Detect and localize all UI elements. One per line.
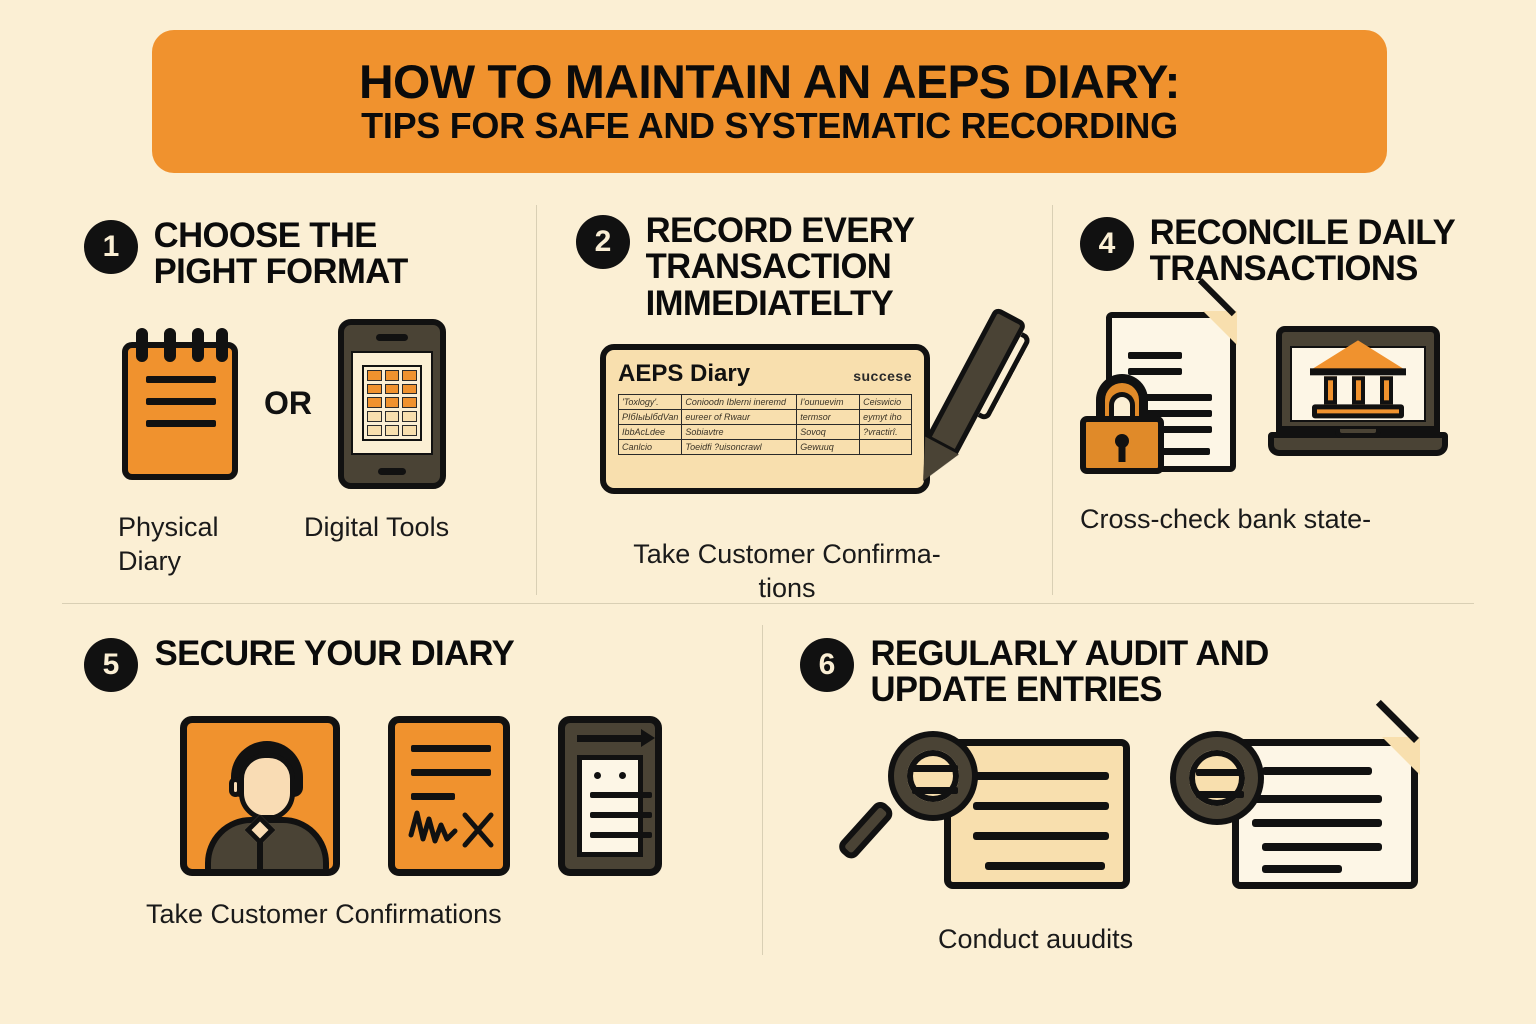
step-2-caption: Take Customer Confirma-tions [633,539,941,603]
table-cell: eureer of Rwaur [681,409,798,426]
table-cell: eymyt iho [859,409,912,426]
signature-mark-icon [408,810,494,848]
table-cell: Canlcio [617,439,683,456]
table-row: 'Toxlogy'. Conioodn Iblerni ineremd I'ou… [617,394,912,411]
divider-horizontal [62,603,1474,604]
step-2-header: 2 RECORD EVERY TRANSACTION IMMEDIATELTY [576,211,1026,323]
user-avatar-icon [180,716,340,876]
title-line-1: HOW TO MAINTAIN AN AEPS DIARY: [359,55,1180,109]
divider-vertical-1 [536,205,537,595]
step-4-header: 4 RECONCILE DAILY TRANSACTIONS [1080,213,1500,289]
step-5-header: 5 SECURE YOUR DIARY [84,634,724,692]
step-1-title: CHOOSE THE PIGHT FORMAT [153,216,409,292]
table-cell: Toeidfi ?uisoncrawl [681,439,798,456]
diary-card-status: succese [853,368,912,385]
table-row: PIбIыЫбdVan eureer of Rwaur termsor eymy… [617,409,912,426]
step-6: 6 REGULARLY AUDIT AND UPDATE ENTRIES [800,634,1420,957]
pen-icon [906,306,1033,490]
signature-card-icon [388,716,510,876]
table-cell: termsor [796,409,861,426]
step-1-badge: 1 [84,220,138,274]
title-line-2: TIPS FOR SAFE AND SYSTEMATIC RECORDING [361,105,1178,147]
step-4-icons [1080,277,1480,477]
step-2-badge: 2 [576,215,630,269]
table-cell: IbbAcLdee [617,424,683,441]
audit-document-group [1170,699,1420,899]
bank-icon [1310,340,1406,419]
diary-card-title: AEPS Diary [618,360,751,388]
laptop-icon [1268,325,1448,456]
table-cell: Sovoq [796,424,861,441]
step-6-title: REGULARLY AUDIT AND UPDATE ENTRIES [870,634,1270,710]
digital-tools-label: Digital Tools [304,511,450,542]
step-6-icons [800,699,1420,909]
step-5: 5 SECURE YOUR DIARY [84,634,724,932]
table-cell: ?vractirî. [859,424,912,441]
step-5-title: SECURE YOUR DIARY [154,634,515,673]
step-1-icons: OR [122,318,514,489]
padlock-icon [1080,373,1164,474]
step-4-caption: Cross-check bank state- [1080,503,1372,534]
step-4-badge: 4 [1080,217,1134,271]
table-cell: PIбIыЫбdVan [617,409,683,426]
aeps-diary-card: AEPS Diary succese 'Toxlogy'. Conioodn I… [600,306,1033,495]
step-4: 4 RECONCILE DAILY TRANSACTIONS [1080,213,1500,537]
step-5-caption: Take Customer Confirmations [146,899,502,929]
step-5-badge: 5 [84,638,138,692]
notepad-icon [122,327,238,480]
step-5-icons [180,716,724,876]
audit-magnifier-group [835,729,1130,899]
step-6-badge: 6 [800,638,854,692]
table-cell: Sobiavtre [681,424,798,441]
table-row: IbbAcLdee Sobiavtre Sovoq ?vractirî. [617,424,912,441]
magnifier-icon [835,729,1000,899]
table-cell: I'ounuevim [796,394,861,411]
physical-diary-label: Physical Diary [118,511,219,576]
step-1-captions: Physical Diary Digital Tools [118,511,514,579]
step-1: 1 CHOOSE THE PIGHT FORMAT OR [84,216,514,579]
divider-vertical-2 [1052,205,1053,595]
magnifier-icon [1170,731,1290,851]
step-2-icons: AEPS Diary succese 'Toxlogy'. Conioodn I… [600,306,1033,504]
title-banner: HOW TO MAINTAIN AN AEPS DIARY: TIPS FOR … [152,30,1387,173]
table-cell: 'Toxlogy'. [617,394,683,411]
step-1-header: 1 CHOOSE THE PIGHT FORMAT [84,216,514,292]
tan-document-icon [944,738,1130,889]
step-2-title: RECORD EVERY TRANSACTION IMMEDIATELTY [645,211,915,323]
step-4-title: RECONCILE DAILY TRANSACTIONS [1149,213,1456,289]
table-row: Canlcio Toeidfi ?uisoncrawl Gewuuq [617,439,912,456]
divider-vertical-3 [762,625,763,955]
smartphone-icon [338,318,446,489]
table-cell: Conioodn Iblerni ineremd [681,394,798,411]
white-document-icon [1232,699,1420,889]
clipboard-icon [558,716,662,876]
diary-table: 'Toxlogy'. Conioodn Iblerni ineremd I'ou… [617,394,912,456]
table-cell: Gewuuq [796,439,861,456]
table-cell [859,439,912,456]
step-6-caption: Conduct auudits [938,923,1134,954]
or-label: OR [264,385,312,422]
step-6-header: 6 REGULARLY AUDIT AND UPDATE ENTRIES [800,634,1420,710]
table-cell: Ceiswicio [859,394,912,411]
step-2: 2 RECORD EVERY TRANSACTION IMMEDIATELTY … [576,211,1033,606]
